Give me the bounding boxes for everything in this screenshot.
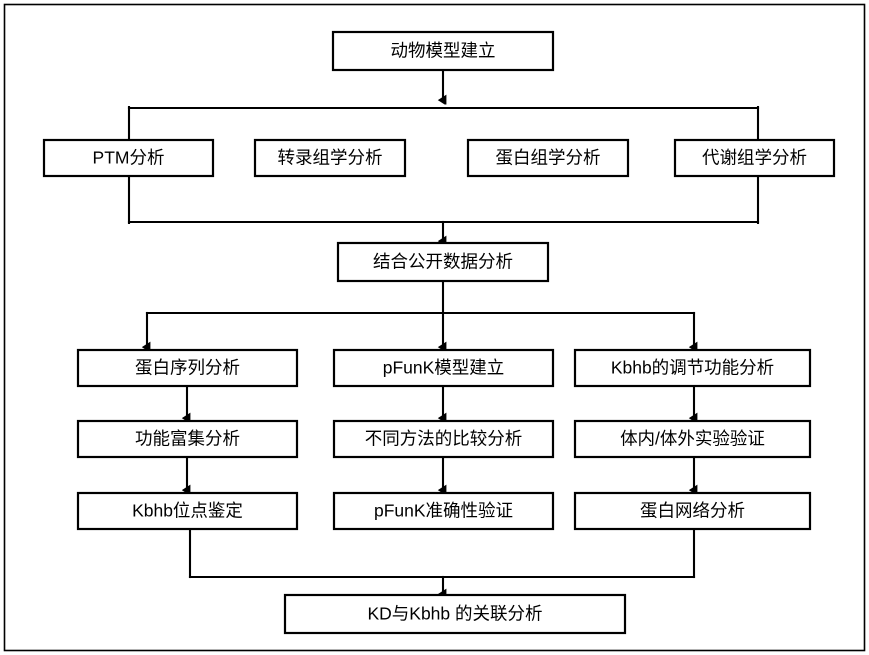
node-col1-step3-label: Kbhb位点鉴定 [132,501,243,521]
node-col1-step1-label: 蛋白序列分析 [135,358,240,378]
node-omics-proteomics-label: 蛋白组学分析 [496,148,601,168]
node-omics-transcriptomics[interactable]: 转录组学分析 [253,138,407,178]
node-omics-metabolomics-label: 代谢组学分析 [702,148,807,168]
node-final-box[interactable] [283,593,627,635]
node-col2-step2-label: 不同方法的比较分析 [365,429,523,449]
node-col2-step3-label: pFunK准确性验证 [374,501,513,521]
node-col1-step1-box[interactable] [76,348,299,388]
node-omics-transcriptomics-label: 转录组学分析 [278,148,383,168]
node-merge-public-data-label: 结合公开数据分析 [373,252,513,272]
node-merge-public-data[interactable]: 结合公开数据分析 [336,241,550,283]
node-col1-step3-box[interactable] [76,491,299,531]
node-root[interactable]: 动物模型建立 [331,30,555,72]
node-col3-step1-label: Kbhb的调节功能分析 [611,358,774,378]
node-col3-step3-box[interactable] [573,491,812,531]
node-col1-step2[interactable]: 功能富集分析 [76,419,299,459]
node-col3-step1-box[interactable] [573,348,812,388]
node-col3-step3-label: 蛋白网络分析 [640,501,745,521]
node-merge-public-data-box[interactable] [336,241,550,283]
node-omics-ptm-box[interactable] [42,138,215,178]
node-omics-transcriptomics-box[interactable] [253,138,407,178]
node-col2-step2[interactable]: 不同方法的比较分析 [332,419,555,459]
connector-layer [127,68,760,594]
node-col3-step1[interactable]: Kbhb的调节功能分析 [573,348,812,388]
node-omics-metabolomics-box[interactable] [673,138,836,178]
node-col2-step3-box[interactable] [332,491,555,531]
node-col2-step3[interactable]: pFunK准确性验证 [332,491,555,531]
node-col1-step2-box[interactable] [76,419,299,459]
node-col1-step1[interactable]: 蛋白序列分析 [76,348,299,388]
node-col1-step2-label: 功能富集分析 [135,429,240,449]
node-final-label: KD与Kbhb 的关联分析 [367,604,542,624]
node-col2-step1-label: pFunK模型建立 [383,358,505,378]
node-final[interactable]: KD与Kbhb 的关联分析 [283,593,627,635]
node-col2-step2-box[interactable] [332,419,555,459]
node-col2-step1-box[interactable] [332,348,555,388]
node-col3-step2-label: 体内/体外实验验证 [620,429,765,449]
node-omics-ptm[interactable]: PTM分析 [42,138,215,178]
outer-frame [3,3,866,652]
node-col2-step1[interactable]: pFunK模型建立 [332,348,555,388]
node-root-label: 动物模型建立 [391,41,496,61]
node-col3-step2[interactable]: 体内/体外实验验证 [573,419,812,459]
node-col3-step3[interactable]: 蛋白网络分析 [573,491,812,531]
node-col1-step3[interactable]: Kbhb位点鉴定 [76,491,299,531]
node-omics-proteomics[interactable]: 蛋白组学分析 [466,138,630,178]
node-omics-ptm-label: PTM分析 [93,148,165,168]
node-root-box[interactable] [331,30,555,72]
node-col3-step2-box[interactable] [573,419,812,459]
node-omics-metabolomics[interactable]: 代谢组学分析 [673,138,836,178]
node-omics-proteomics-box[interactable] [466,138,630,178]
